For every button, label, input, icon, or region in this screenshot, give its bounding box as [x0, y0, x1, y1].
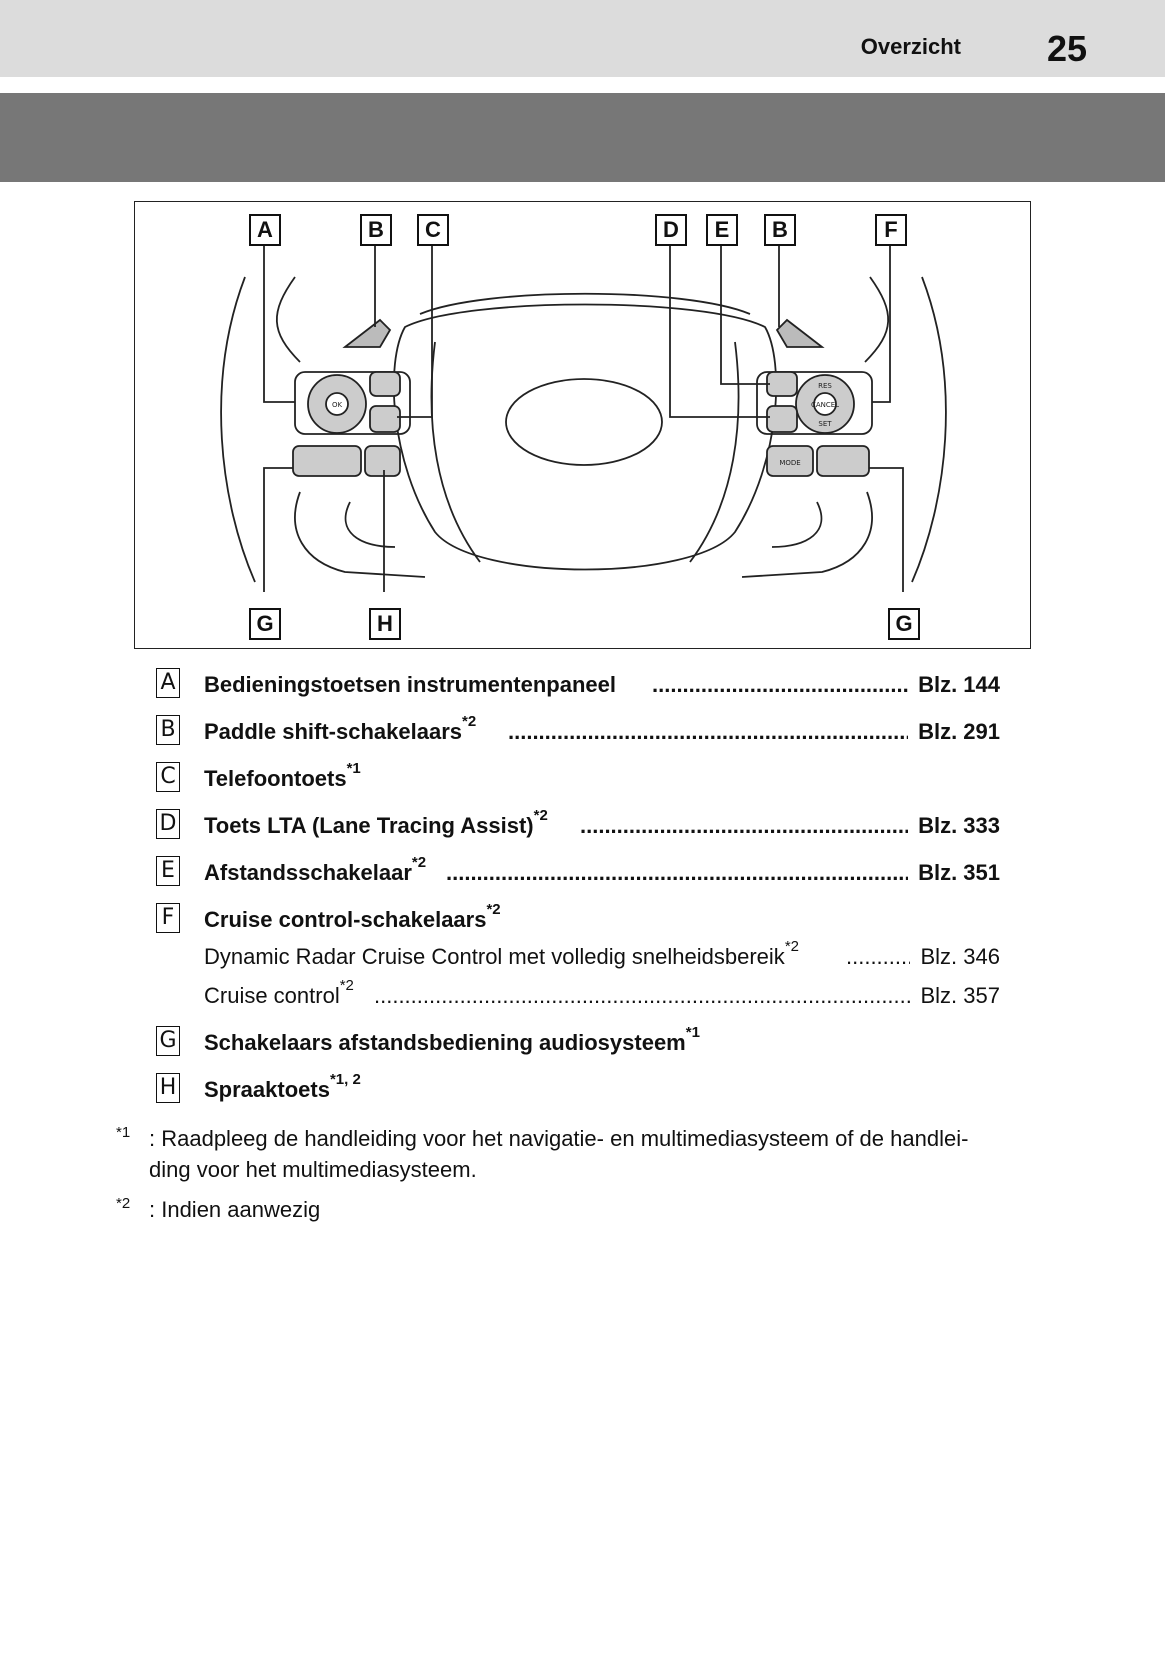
list-item: A Bedieningstoetsen instrumentenpaneel .… — [156, 668, 1000, 715]
footnote-text: : Indien aanwezig — [149, 1197, 321, 1222]
item-list: A Bedieningstoetsen instrumentenpaneel .… — [156, 668, 1000, 1120]
subitem-page-ref: Blz. 346 — [920, 944, 1001, 969]
paddle-right — [775, 318, 825, 348]
item-label: Cruise control-schakelaars*2 — [204, 901, 501, 932]
chapter-band — [0, 93, 1165, 182]
footnote-text-continued: ding voor het multimediasysteem. — [149, 1157, 477, 1182]
callout-g-right: G — [888, 608, 920, 640]
cancel-label: CANCEL — [811, 401, 839, 409]
item-key: H — [156, 1073, 180, 1103]
item-label: Bedieningstoetsen instrumentenpaneel — [204, 672, 616, 697]
callout-c: C — [417, 214, 449, 246]
list-subitem: Cruise control*2 .......................… — [156, 977, 1001, 1026]
list-item: C Telefoontoets*1 — [156, 760, 1000, 809]
footnote-mark: *2 — [116, 1195, 131, 1212]
ok-label: OK — [332, 401, 343, 409]
subitem-label: Dynamic Radar Cruise Control met volledi… — [204, 938, 799, 969]
list-item: F Cruise control-schakelaars*2 — [156, 901, 1000, 944]
list-subitem: Dynamic Radar Cruise Control met volledi… — [156, 938, 1001, 983]
item-page-ref: Blz. 291 — [918, 719, 1000, 744]
footnotes: *1 : Raadpleeg de handleiding voor het n… — [116, 1123, 1016, 1234]
footnote: *2 : Indien aanwezig — [116, 1194, 1016, 1225]
callout-b-right: B — [764, 214, 796, 246]
steering-wheel-illustration: OK RES CANCEL SET MODE — [220, 242, 947, 592]
item-key: D — [156, 809, 180, 839]
callout-g-left: G — [249, 608, 281, 640]
emblem-oval — [505, 378, 663, 466]
item-leader-dots: ........................................… — [652, 672, 908, 697]
subitem-leader-dots: ........................................… — [374, 983, 910, 1008]
list-item: G Schakelaars afstandsbediening audiosys… — [156, 1024, 1000, 1073]
callout-f: F — [875, 214, 907, 246]
steering-wheel-figure: OK RES CANCEL SET MODE A B C D E B F G H… — [134, 201, 1031, 649]
subitem-page-ref: Blz. 357 — [920, 983, 1001, 1008]
item-key: C — [156, 762, 180, 792]
item-key: G — [156, 1026, 180, 1056]
item-label: Paddle shift-schakelaars*2 — [204, 713, 477, 744]
item-leader-dots: ........................................… — [446, 860, 908, 885]
item-key: F — [156, 903, 180, 933]
paddle-left — [342, 318, 392, 348]
subitem-label: Cruise control*2 — [204, 977, 354, 1008]
rim-right-outer — [911, 276, 947, 583]
callout-h: H — [369, 608, 401, 640]
item-label: Afstandsschakelaar*2 — [204, 854, 427, 885]
item-page-ref: Blz. 144 — [918, 672, 1000, 697]
list-item: E Afstandsschakelaar*2 .................… — [156, 854, 1000, 903]
set-label: SET — [818, 420, 832, 428]
item-key: E — [156, 856, 180, 886]
footnote: *1 : Raadpleeg de handleiding voor het n… — [116, 1123, 1016, 1185]
list-item: D Toets LTA (Lane Tracing Assist)*2 ....… — [156, 807, 1000, 856]
callout-e: E — [706, 214, 738, 246]
header-band — [0, 0, 1165, 77]
item-label: Telefoontoets*1 — [204, 760, 361, 791]
list-item: B Paddle shift-schakelaars*2 ...........… — [156, 713, 1000, 762]
item-leader-dots: ........................................… — [508, 719, 908, 744]
item-page-ref: Blz. 351 — [918, 860, 1000, 885]
item-label: Toets LTA (Lane Tracing Assist)*2 — [204, 807, 548, 838]
item-page-ref: Blz. 333 — [918, 813, 1000, 838]
rim-left-outer — [220, 276, 256, 583]
footnote-text: : Raadpleeg de handleiding voor het navi… — [149, 1126, 969, 1151]
footnote-mark: *1 — [116, 1124, 131, 1141]
subitem-leader-dots: ........................................… — [846, 944, 910, 969]
callout-d: D — [655, 214, 687, 246]
item-label: Schakelaars afstandsbediening audiosyste… — [204, 1024, 700, 1055]
section-title: Overzicht — [860, 34, 961, 59]
mode-label: MODE — [779, 459, 800, 467]
item-key: A — [156, 668, 180, 698]
list-item: H Spraaktoets*1, 2 — [156, 1071, 1000, 1120]
callout-a: A — [249, 214, 281, 246]
page-number: 25 — [1046, 28, 1087, 69]
item-key: B — [156, 715, 180, 745]
item-leader-dots: ........................................… — [580, 813, 908, 838]
callout-b-left: B — [360, 214, 392, 246]
res-label: RES — [818, 382, 832, 390]
item-label: Spraaktoets*1, 2 — [204, 1071, 361, 1102]
